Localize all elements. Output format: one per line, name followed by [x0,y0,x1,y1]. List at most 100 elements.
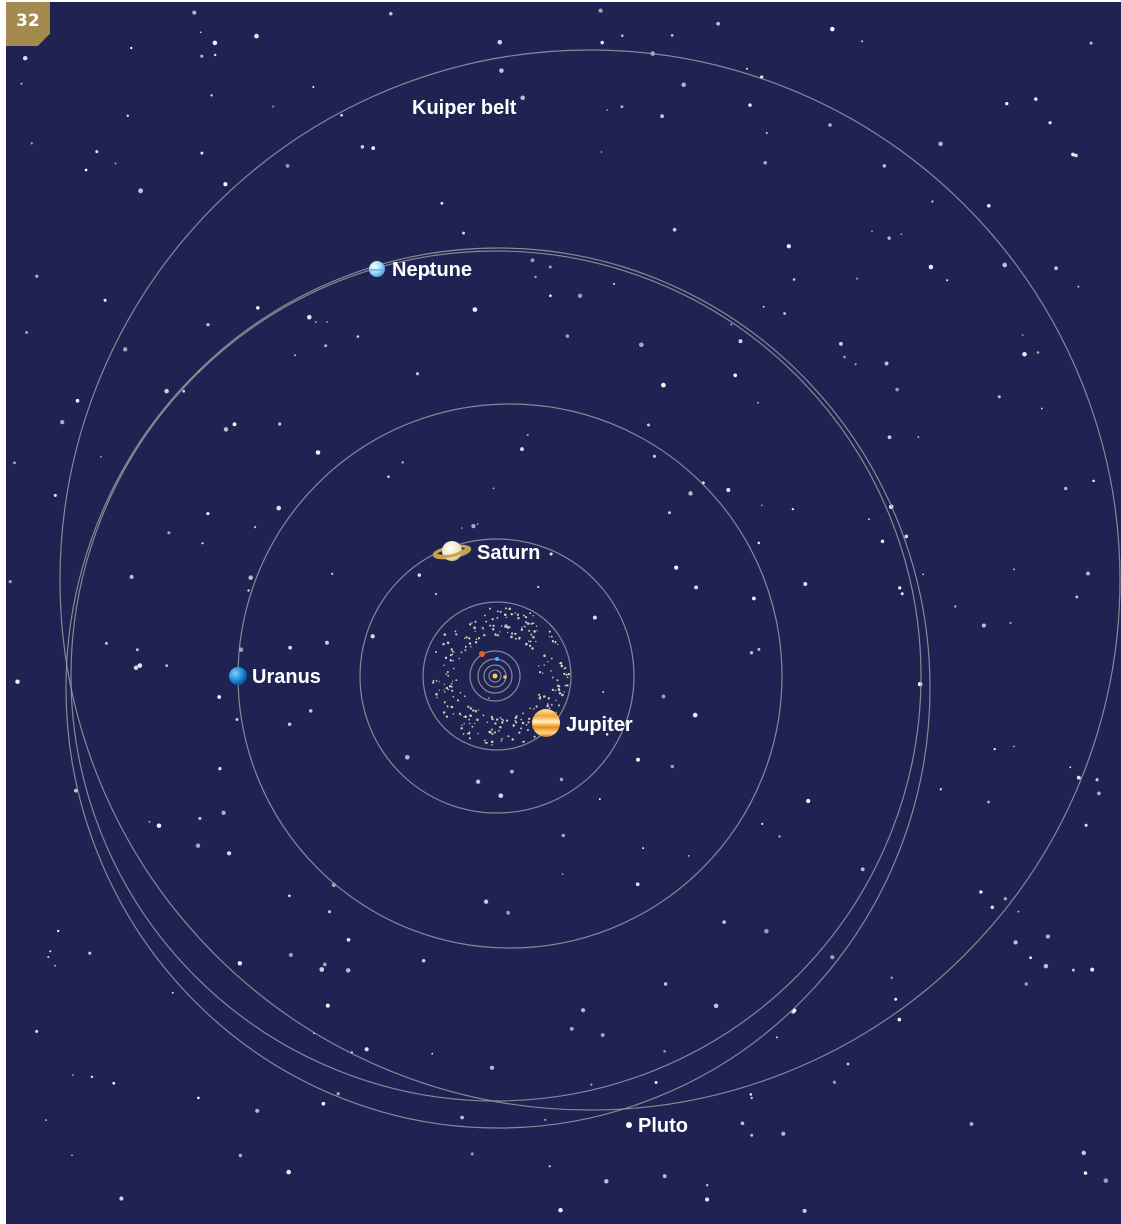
star [20,82,23,85]
star [370,634,375,639]
star [917,436,920,438]
star [129,574,134,579]
star [164,388,169,394]
star [1024,982,1029,986]
star [757,647,761,651]
asteroid [468,737,471,740]
asteroid [557,687,560,691]
asteroid [563,667,566,670]
asteroid [448,685,452,688]
star [95,150,99,154]
uranus-icon [229,667,247,685]
asteroid [473,626,476,630]
asteroid [466,732,469,735]
star [590,1083,593,1086]
asteroid [496,616,499,619]
star [592,615,597,620]
star [133,665,139,671]
asteroid [443,683,445,685]
asteroid [469,722,471,725]
star [254,33,259,39]
star [417,573,422,577]
star [620,105,624,109]
star [558,1207,563,1213]
star [604,1179,609,1184]
star [54,964,57,967]
star [321,1101,326,1106]
star [894,997,898,1001]
asteroid [491,728,493,731]
star [198,816,202,820]
asteroid [443,633,447,636]
star [226,851,232,856]
star [327,910,332,914]
asteroid [491,618,494,621]
asteroid [511,738,514,741]
star [830,26,835,32]
star [828,123,832,127]
star [745,67,749,70]
star [197,1096,200,1100]
asteroid [499,610,502,613]
star [440,201,444,205]
asteroid [432,679,435,682]
asteroid [464,695,466,697]
asteroid [454,630,457,633]
star [636,757,640,762]
star [882,164,887,168]
star [871,230,873,233]
star [84,168,88,172]
asteroid [453,667,455,670]
star [256,306,260,310]
star [987,203,991,208]
star [60,419,65,425]
asteroid [521,627,523,629]
star [206,323,210,327]
star [979,890,983,894]
star [1017,910,1020,913]
star [30,142,33,145]
star [946,279,949,282]
star [856,277,859,280]
star [307,314,312,320]
star [345,968,351,973]
star [130,46,133,50]
star [1077,285,1080,288]
asteroid [452,660,454,662]
star [1005,101,1009,106]
star [75,398,80,403]
star [200,151,204,155]
saturn-label: Saturn [477,542,540,564]
star [565,334,570,338]
star [389,11,393,16]
star [192,10,197,15]
star [104,641,108,645]
star [461,527,463,529]
star [765,131,768,135]
saturn-icon [432,541,472,561]
asteroid [529,640,532,643]
star [324,344,328,348]
star [917,681,923,687]
asteroid [500,739,503,742]
star [1013,940,1018,945]
star [662,1174,667,1179]
asteroid [542,672,544,674]
star [791,508,794,511]
asteroid [561,693,564,697]
star [569,1026,574,1031]
asteroid [538,696,542,700]
asteroid-belt [432,607,571,746]
star [904,534,909,539]
star [492,487,495,490]
asteroid [464,637,466,639]
asteroid [496,718,499,721]
star [778,835,781,838]
star [548,1165,551,1168]
asteroid [557,704,560,707]
asteroid [566,684,569,687]
asteroid [486,721,489,723]
star [938,141,943,147]
venus [503,675,507,679]
star [360,145,365,149]
